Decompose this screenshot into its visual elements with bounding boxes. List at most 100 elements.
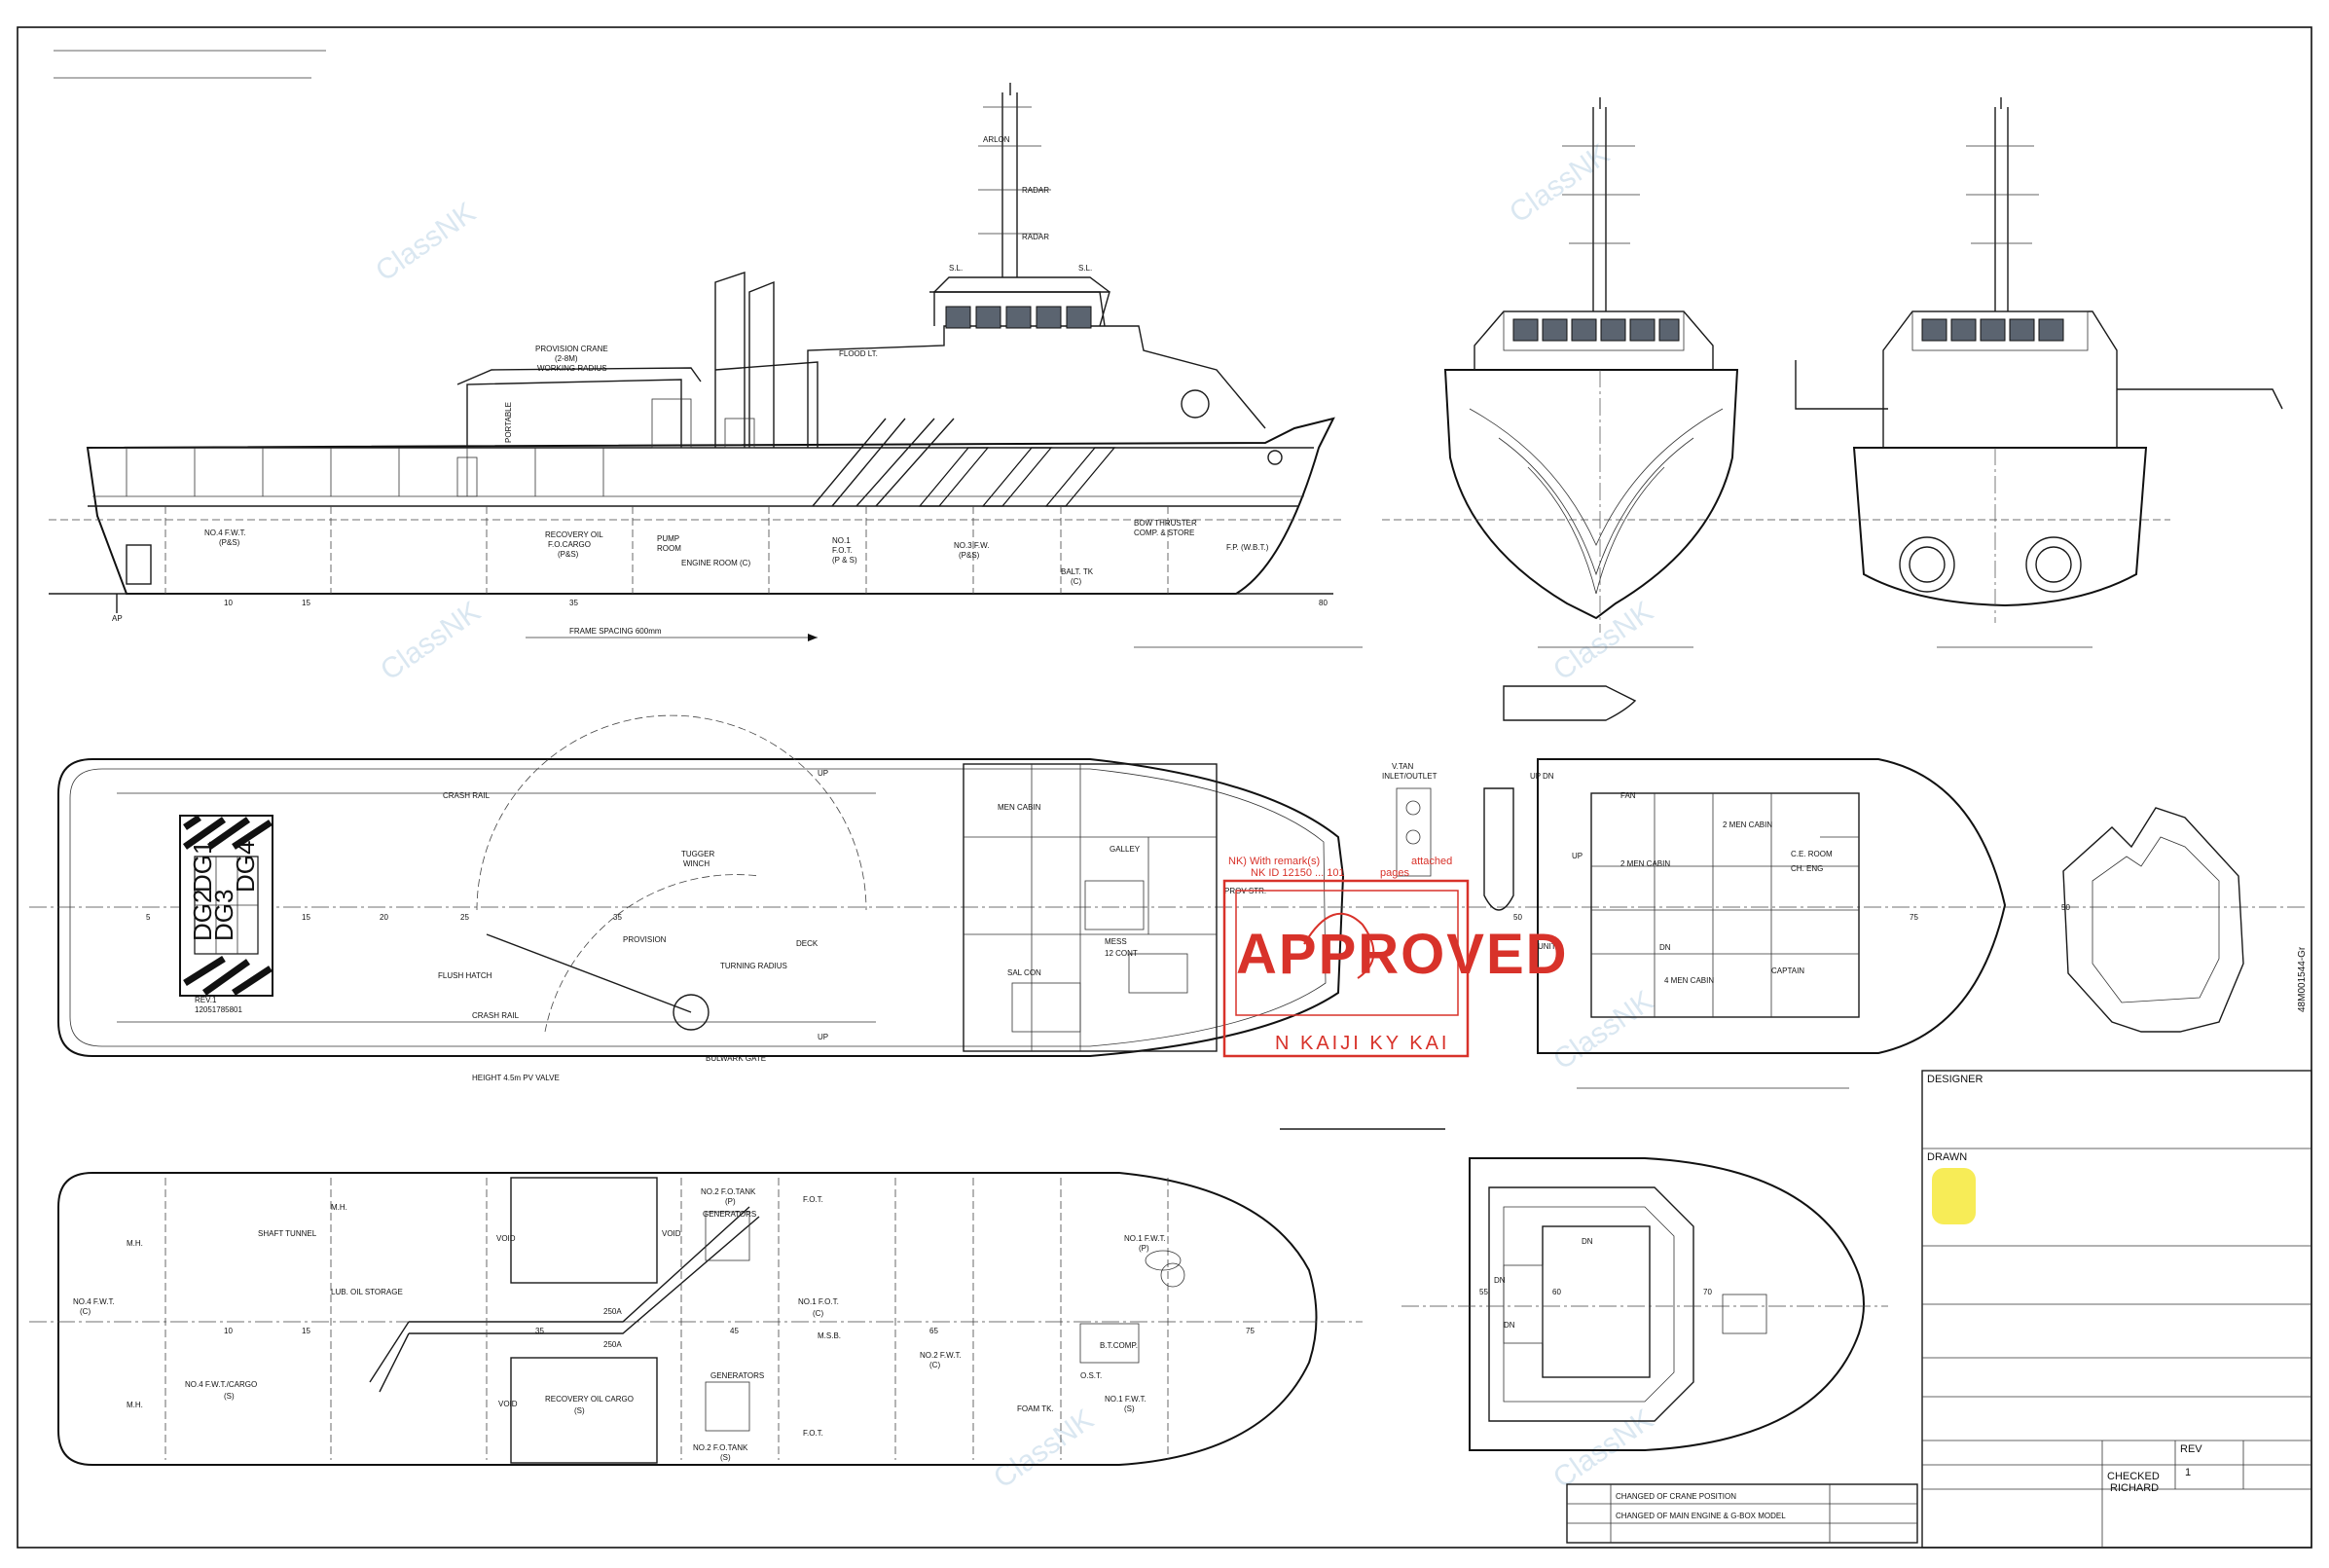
stamp-approved-text: APPROVED [1236,923,1569,986]
title-block: DESIGNER DRAWN REV 1 CHECKED RICHARD [1921,1070,2312,1549]
upper-deck-plan: CAPTAIN 2 MEN CABIN 2 MEN CABIN CH. ENG … [1382,758,2007,1054]
label-mh: M.H. [127,1401,143,1409]
frame-number: 75 [1246,1327,1255,1335]
label-fp-wbt: F.P. (W.B.T.) [1226,543,1269,552]
label-no2-fo-tank-s: NO.2 F.O.TANK [693,1443,748,1452]
label-c: (C) [80,1307,91,1316]
label-recovery-oil: RECOVERY OIL [545,530,603,539]
stamp-note: pages [1380,867,1409,879]
label-ps-3: (P & S) [832,556,857,565]
stamp-signature-icon [1303,912,1375,979]
stamp-note: attached [1411,856,1452,867]
stamp-note: NK) With remark(s) [1228,856,1320,867]
label-no1-fwt-p: NO.1 F.W.T. [1124,1234,1166,1243]
label-p: (P) [1139,1244,1149,1253]
label-dn: DN [1543,772,1554,781]
label-p: (P) [725,1197,736,1206]
watermark-text: ClassNK [370,197,482,288]
label-generators: GENERATORS [703,1210,756,1219]
label-balt-tk: BALT. TK [1061,567,1094,576]
frame-number: 50 [1513,913,1522,922]
watermark-text: ClassNK [1504,138,1616,230]
label-portable: PORTABLE [504,402,513,443]
label-4-men-cabin: 4 MEN CABIN [1664,976,1714,985]
aft-view [1791,97,2283,623]
label-ap: AP [112,614,123,623]
label-void: VOID [496,1234,516,1243]
label-fot: F.O.T. [803,1195,823,1204]
rules [1134,646,2092,1130]
rev-note: REV.1 [195,996,217,1004]
label-ps-4: (P&S) [959,551,980,560]
label-void: VOID [498,1400,518,1408]
label-s: (S) [1124,1404,1135,1413]
frame-number: 35 [535,1327,544,1335]
label-fot: F.O.T. [832,546,853,555]
watermark-text: ClassNK [988,1404,1100,1495]
label-working-radius: WORKING RADIUS [537,364,607,373]
label-bt-comp: B.T.COMP. [1100,1341,1138,1350]
label-mh: M.H. [331,1203,347,1212]
watermark-text: ClassNK [375,596,487,687]
frame-number: 50 [2061,903,2070,912]
label-turning-radius: TURNING RADIUS [720,962,787,970]
label-provision-crane: PROVISION CRANE [535,345,608,353]
checked-label: CHECKED [2107,1471,2160,1482]
label-unit: UNIT [1538,942,1556,951]
label-lub-oil-storage: LUB. OIL STORAGE [331,1288,403,1296]
label-engine-room: ENGINE ROOM (C) [681,559,750,567]
rev-note: 12051785801 [195,1005,242,1014]
stamp-society-text: N KAIJI KY KAI [1275,1033,1449,1054]
label-12-cont: 12 CONT [1105,949,1138,958]
frame-number: 45 [730,1327,739,1335]
label-s: (S) [720,1453,731,1462]
frame-number: 35 [569,599,578,607]
label-provision: PROVISION [623,935,667,944]
label-up: UP [1530,772,1541,781]
revision-row-2: CHANGED OF MAIN ENGINE & G-BOX MODEL [1616,1512,1786,1520]
frame-number: 20 [380,913,388,922]
revision-row-1: CHANGED OF CRANE POSITION [1616,1492,1736,1501]
approval-stamp: NK) With remark(s) NK ID 12150 ... 101 a… [1222,856,1569,1058]
label-foam-tk: FOAM TK. [1017,1404,1054,1413]
sheet-border [17,26,2312,1549]
label-fan: FAN [1620,791,1636,800]
label-no4-fwt: NO.4 F.W.T. [204,529,246,537]
frame-number: 55 [1479,1288,1488,1296]
label-sal-con: SAL CON [1007,968,1041,977]
label-no4-fwt: NO.4 F.W.T. [73,1297,115,1306]
dg-mark-3: DG3 [209,890,238,941]
label-no1-fwt-s: NO.1 F.W.T. [1105,1395,1146,1404]
frame-number: 5 [146,913,151,922]
label-no3-fw: NO.3 F.W. [954,541,989,550]
label-ps-1: (P&S) [219,538,240,547]
label-dn: DN [1582,1237,1593,1246]
label-shaft-tunnel: SHAFT TUNNEL [258,1229,317,1238]
label-captain: CAPTAIN [1771,966,1804,975]
label-crash-rail-1: CRASH RAIL [443,791,491,800]
label-ce-room: C.E. ROOM [1791,850,1833,858]
label-dn: DN [1504,1321,1515,1330]
watermark-text: ClassNK [1547,1404,1659,1495]
stamp-note: NK ID 12150 ... 101 [1251,867,1345,879]
label-c: (C) [1071,577,1081,586]
watermarks: ClassNK ClassNK ClassNK ClassNK ClassNK … [370,138,1659,1495]
revision-table: CHANGED OF CRANE POSITION CHANGED OF MAI… [1566,1483,1918,1544]
label-deck: DECK [796,939,819,948]
label-no2-fwt: NO.2 F.W.T. [920,1351,962,1360]
label-void: VOID [662,1229,681,1238]
label-mess: MESS [1105,937,1127,946]
label-up: UP [818,769,828,778]
label-frame-spacing: FRAME SPACING 600mm [569,627,662,636]
label-no2-fo-tank-p: NO.2 F.O.TANK [701,1187,756,1196]
label-arlon: ARLON [983,135,1010,144]
frame-number: 65 [929,1327,938,1335]
frame-number: 75 [1910,913,1918,922]
label-pv-valve: HEIGHT 4.5m PV VALVE [472,1074,560,1082]
header-lines [54,50,326,79]
label-2-men-cabin: 2 MEN CABIN [1620,859,1670,868]
rev-value: 1 [2185,1467,2191,1478]
watermark-text: ClassNK [1547,596,1659,687]
frame-number: 10 [224,1327,233,1335]
